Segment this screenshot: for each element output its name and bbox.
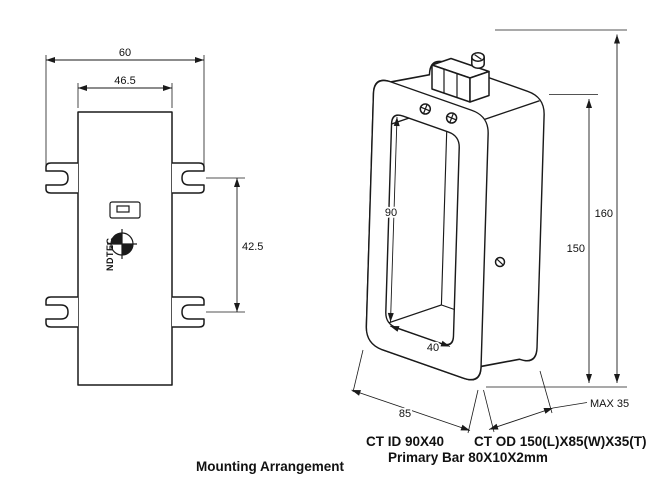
dim-body-height: 150 — [549, 94, 598, 383]
brand-label: NDTEC — [105, 238, 115, 272]
dim-depth: MAX 35 — [483, 370, 631, 433]
dim-150-label: 150 — [567, 243, 585, 255]
dim-160-label: 160 — [595, 208, 613, 220]
mounting-ear-bottom-left — [45, 296, 79, 328]
dim-42-5-label: 42.5 — [242, 241, 263, 253]
nameplate-slot — [116, 205, 130, 213]
dim-hole-spacing: 42.5 — [206, 177, 265, 313]
dim-60-label: 60 — [119, 47, 131, 59]
terminal-block — [431, 52, 490, 103]
ct-id-label: CT ID 90X40 — [366, 434, 444, 449]
dim-46-5-label: 46.5 — [114, 75, 135, 87]
ct-od-label: CT OD 150(L)X85(W)X35(T) — [474, 434, 647, 449]
front-screw-icons — [419, 103, 458, 124]
mounting-ear-bottom-right — [171, 296, 205, 328]
side-screw-icon — [494, 256, 506, 268]
nameplate-window — [109, 201, 141, 219]
dim-overall-width: 60 — [45, 45, 205, 166]
mounting-ear-top-left — [45, 162, 79, 194]
front-view: NDTEC 60 46.5 42.5 — [45, 45, 265, 386]
dim-body-width: 46.5 — [77, 73, 173, 108]
primary-bar-label: Primary Bar 80X10X2mm — [388, 450, 548, 465]
iso-view: 90 40 85 150 160 — [351, 29, 631, 434]
terminal-screw-icon — [471, 52, 485, 69]
depth-edge — [483, 100, 540, 121]
dim-90-label: 90 — [385, 207, 397, 219]
center-mark-icon — [107, 229, 137, 259]
mounting-ear-top-right — [171, 162, 205, 194]
dim-window-width: 40 — [389, 325, 451, 356]
dim-overall-height: 160 — [495, 29, 627, 383]
dim-85-label: 85 — [399, 408, 411, 420]
dim-window-height: 90 — [383, 116, 400, 323]
terminal-divider-lines — [443, 69, 458, 98]
captions: CT ID 90X40 CT OD 150(L)X85(W)X35(T) Pri… — [196, 434, 647, 474]
drawing-title: Mounting Arrangement — [196, 459, 344, 474]
terminal-block-side — [469, 70, 490, 103]
dim-max35-label: MAX 35 — [590, 398, 629, 410]
iso-body — [365, 60, 545, 381]
window-cavity — [385, 112, 460, 348]
dim-width: 85 — [351, 349, 479, 434]
dim-40-label: 40 — [427, 342, 439, 354]
